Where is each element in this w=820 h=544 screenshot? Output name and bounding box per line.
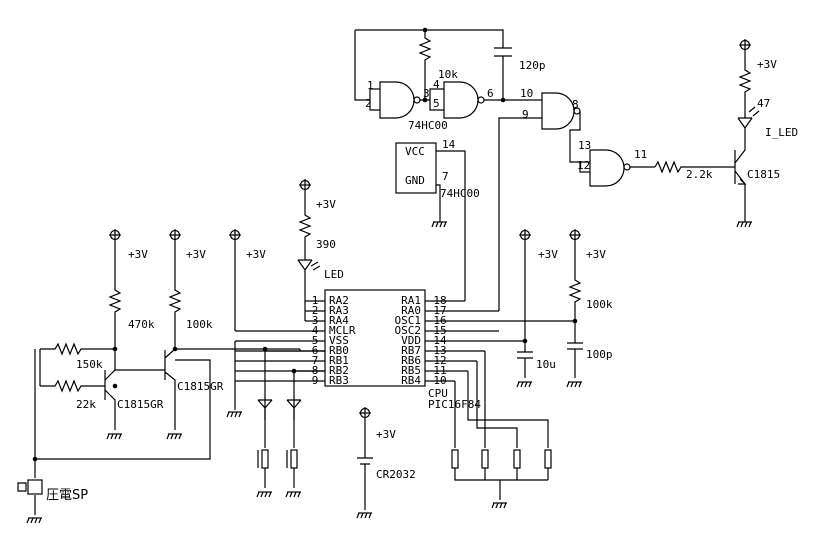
gate-pin-11: 11	[634, 148, 647, 161]
nand-gate-3	[541, 92, 575, 130]
pic-pin-name: VDD	[401, 334, 421, 347]
pic-pin-name: RB0	[329, 344, 349, 357]
pic-chip-body	[324, 289, 426, 387]
speaker-driver	[17, 228, 300, 524]
pic-pin-name: RB5	[401, 364, 421, 377]
pic-pin-name: RA1	[401, 294, 421, 307]
oscillator-section	[354, 29, 735, 297]
res-150k-label: 150k	[76, 358, 103, 371]
speaker-label: 圧電SP	[46, 488, 88, 503]
power-block	[395, 142, 437, 194]
indicator-led-label: I_LED	[765, 126, 798, 139]
gate-pin-8: 8	[572, 98, 579, 111]
gate-pin-6: 6	[487, 87, 494, 100]
transistor-q1-label: C1815GR	[117, 398, 164, 411]
pic-pin-number: 18	[433, 294, 446, 307]
gate-pin-9: 9	[522, 108, 529, 121]
pic-pin-name: RB2	[329, 364, 349, 377]
cpu-name: PIC16F84	[428, 398, 481, 411]
cap-120p-label: 120p	[519, 59, 546, 72]
gate-chip-label: 74HC00	[408, 119, 448, 132]
res-47-label: 47	[757, 97, 770, 110]
pic-pin-name: RA4	[329, 314, 349, 327]
pic-left-pins: 1 RA2 2 RA3 3 RA4 4 MCLR 5 VSS 6 RB0 7 RB1 8 RB2 9 RB3	[312, 294, 356, 387]
pic-pin-number: 7	[312, 354, 319, 367]
res-390-label: 390	[316, 238, 336, 251]
power-chip-label: 74HC00	[440, 187, 480, 200]
gnd-label: GND	[405, 174, 425, 187]
supply-ra4-label: +3V	[316, 198, 336, 211]
gate-pin-14: 14	[442, 138, 456, 151]
gate-pin-1: 1	[367, 79, 374, 92]
gate-pin-3: 3	[423, 87, 430, 100]
pic-pin-number: 16	[433, 314, 446, 327]
supply-battery-label: +3V	[376, 428, 396, 441]
transistor-q3-label: C1815	[747, 168, 780, 181]
pic-pin-name: VSS	[329, 334, 349, 347]
piezo-speaker-icon	[27, 479, 43, 495]
pic-pin-name: OSC2	[395, 324, 422, 337]
battery-label: CR2032	[376, 468, 416, 481]
pic-pin-name: RA2	[329, 294, 349, 307]
nand-gate-1	[379, 81, 415, 119]
nand-gate-2	[443, 81, 479, 119]
pic-pin-name: MCLR	[329, 324, 356, 337]
pic-pin-number: 4	[312, 324, 319, 337]
pic-pin-number: 13	[433, 344, 446, 357]
supply-osc-label: +3V	[586, 248, 606, 261]
gate-pin-12: 12	[577, 159, 590, 172]
pic-pin-number: 3	[312, 314, 319, 327]
pic-pin-number: 2	[312, 304, 319, 317]
pic-pin-number: 8	[312, 364, 319, 377]
pic-pin-name: RB4	[401, 374, 421, 387]
pic-pin-number: 14	[433, 334, 447, 347]
supply-q2-label: +3V	[186, 248, 206, 261]
led-status-label: LED	[324, 268, 344, 281]
gate-pin-10: 10	[520, 87, 533, 100]
pic-pin-number: 5	[312, 334, 319, 347]
pic-pin-number: 6	[312, 344, 319, 357]
gate-pin-13: 13	[578, 139, 591, 152]
pic-pin-name: RA0	[401, 304, 421, 317]
res-10k-label: 10k	[438, 68, 458, 81]
pic-pin-number: 17	[433, 304, 446, 317]
cap-10u-label: 10u	[536, 358, 556, 371]
left-buttons	[256, 349, 302, 498]
res-100k-a-label: 100k	[186, 318, 213, 331]
res-470k-label: 470k	[128, 318, 155, 331]
gate-pin-7: 7	[442, 170, 449, 183]
transistor-q2-label: C1815GR	[177, 380, 224, 393]
supply-vdd-label: +3V	[538, 248, 558, 261]
pic-pin-number: 10	[433, 374, 446, 387]
pic-pin-name: RB1	[329, 354, 349, 367]
nand-gate-4	[589, 149, 625, 187]
supply-mclr-label: +3V	[246, 248, 266, 261]
supply-led-label: +3V	[757, 58, 777, 71]
pic-pin-number: 12	[433, 354, 446, 367]
pic-pin-name: RA3	[329, 304, 349, 317]
res-2k2-label: 2.2k	[686, 168, 713, 181]
vcc-label: VCC	[405, 145, 425, 158]
led-driver	[734, 38, 760, 228]
pic-pin-name: RB6	[401, 354, 421, 367]
cpu-label: CPU	[428, 387, 448, 400]
gate-pin-4: 4	[433, 78, 440, 91]
pic-pin-name: RB7	[401, 344, 421, 357]
pic-pin-number: 9	[312, 374, 319, 387]
res-100k-b-label: 100k	[586, 298, 613, 311]
res-22k-label: 22k	[76, 398, 96, 411]
pic-pin-number: 15	[433, 324, 446, 337]
pic-pin-number: 1	[312, 294, 319, 307]
cap-100p-label: 100p	[586, 348, 613, 361]
gate-pin-2: 2	[365, 97, 372, 110]
pic-pin-name: RB3	[329, 374, 349, 387]
right-buttons	[451, 351, 552, 509]
pic-pin-number: 11	[433, 364, 446, 377]
supply-q1-label: +3V	[128, 248, 148, 261]
gate-pin-5: 5	[433, 97, 440, 110]
pic-pin-name: OSC1	[395, 314, 422, 327]
